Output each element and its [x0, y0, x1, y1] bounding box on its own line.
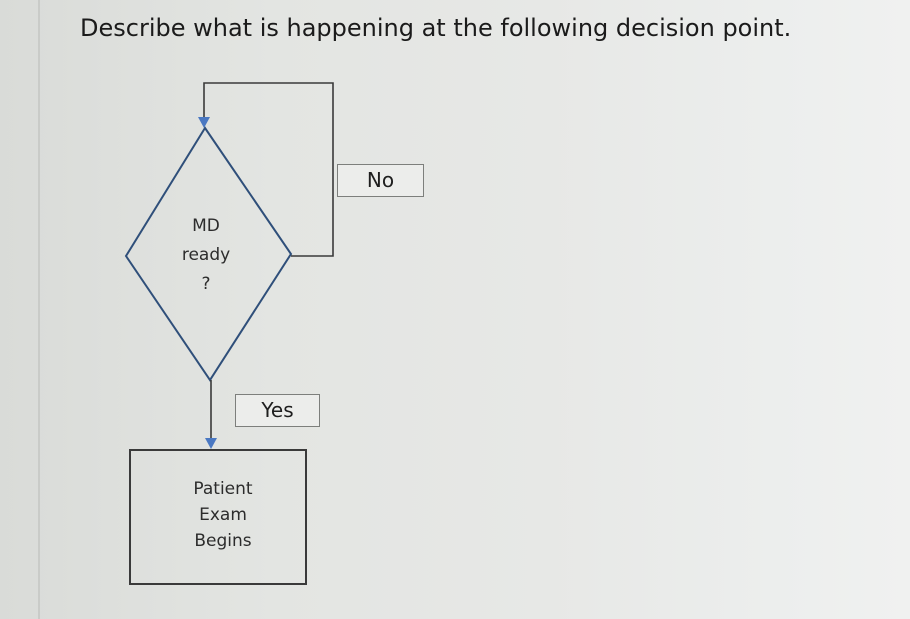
decision-diamond: [124, 126, 293, 382]
process-label: Patient Exam Begins: [168, 476, 278, 554]
question-title: Describe what is happening at the follow…: [80, 14, 792, 42]
no-loop-connector: [203, 82, 334, 257]
yes-arrowhead: [205, 438, 217, 449]
no-edge-label: No: [337, 164, 424, 197]
decision-label: MD ready ?: [170, 212, 242, 299]
process-label-line: Patient: [193, 479, 253, 499]
decision-label-line: ready: [181, 245, 231, 265]
no-loop-arrowhead: [198, 117, 210, 128]
page-margin-line: [38, 0, 40, 619]
decision-label-line: ?: [201, 274, 211, 294]
process-label-line: Begins: [194, 531, 252, 551]
process-box: [129, 449, 307, 585]
yes-edge-label: Yes: [235, 394, 320, 427]
process-label-line: Exam: [199, 505, 247, 525]
decision-label-line: MD: [192, 216, 220, 236]
